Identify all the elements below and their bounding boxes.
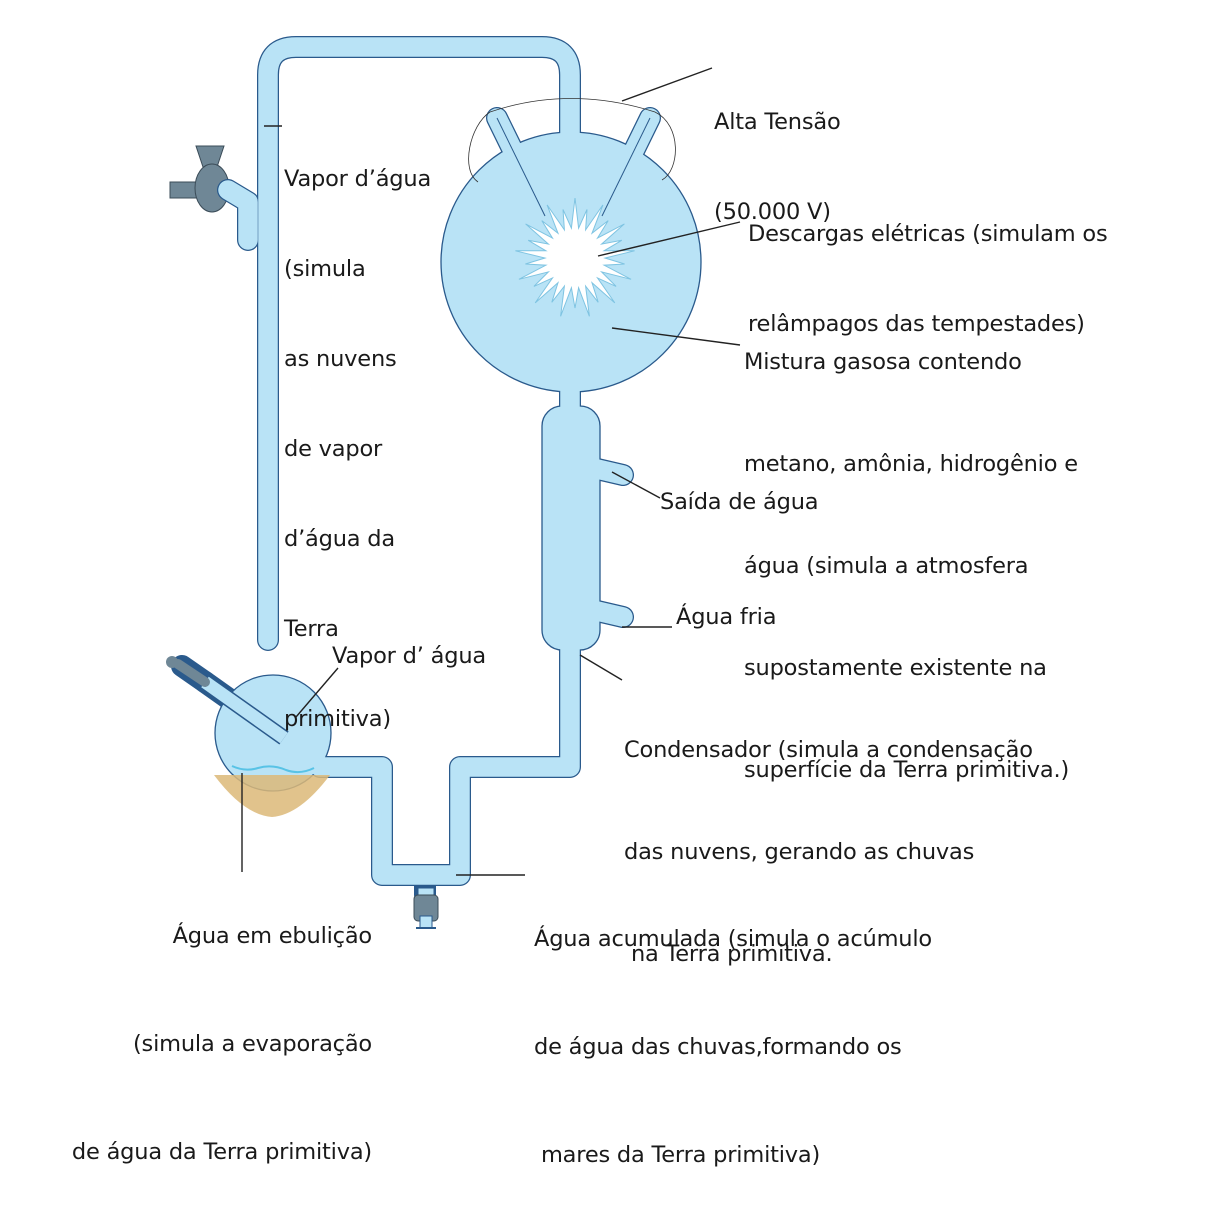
label-condensador-line-1: Condensador (simula a condensação <box>624 737 1033 763</box>
label-saida-agua: Saída de água <box>660 489 819 515</box>
label-vapor-line-3: as nuvens <box>284 346 397 372</box>
label-agua-ebulicao: Água em ebulição (simula a evaporação de… <box>10 846 372 1206</box>
heater <box>214 775 330 817</box>
label-mistura-line-2: metano, amônia, hidrogênio e <box>744 451 1078 477</box>
drain-valve <box>413 887 439 929</box>
label-vapor-line-4: de vapor <box>284 436 383 462</box>
label-acumulada-line-2: de água das chuvas,formando os <box>534 1034 902 1060</box>
label-alta-tensao: Alta Tensão (50.000 V) <box>714 47 841 257</box>
label-descargas-line-1: Descargas elétricas (simulam os <box>748 221 1108 247</box>
label-acumulada-line-3: mares da Terra primitiva) <box>534 1142 821 1168</box>
apparatus-illustration <box>166 36 741 929</box>
label-mistura-line-1: Mistura gasosa contendo <box>744 349 1022 375</box>
label-condensador-line-3: na Terra primitiva. <box>624 941 833 967</box>
hv-wire-top <box>489 98 656 113</box>
label-alta-tensao-line-1: Alta Tensão <box>714 109 841 135</box>
water-surface <box>231 765 315 774</box>
label-acumulada-line-1: Água acumulada (simula o acúmulo <box>534 926 932 952</box>
label-mistura-gasosa: Mistura gasosa contendo metano, amônia, … <box>744 277 1078 821</box>
label-vapor-line-5: d’água da <box>284 526 395 552</box>
label-vapor-dagua: Vapor d’água (simula as nuvens de vapor … <box>284 104 431 764</box>
stopcock-valve <box>169 145 230 213</box>
label-mistura-line-3: água (simula a atmosfera <box>744 553 1029 579</box>
electric-spark <box>515 197 635 317</box>
label-alta-tensao-line-2: (50.000 V) <box>714 199 831 225</box>
hv-wire-right <box>654 111 676 181</box>
label-vapor-line-6: Terra <box>284 616 339 642</box>
leader-lines <box>241 67 741 876</box>
label-descargas-eletricas: Descargas elétricas (simulam os relâmpag… <box>748 159 1108 369</box>
label-mistura-line-4: supostamente existente na <box>744 655 1047 681</box>
hv-wire-left <box>468 111 491 183</box>
label-agua-fria: Água fria <box>676 604 777 630</box>
miller-urey-diagram: Vapor d’água (simula as nuvens de vapor … <box>72 36 1108 1168</box>
label-descargas-line-2: relâmpagos das tempestades) <box>748 311 1085 337</box>
label-ebulicao-line-3: de água da Terra primitiva) <box>71 1139 372 1165</box>
label-ebulicao-line-1: Água em ebulição <box>172 923 373 949</box>
label-vapor-flask: Vapor d’ água <box>332 643 486 669</box>
label-vapor-line-2: (simula <box>284 256 366 282</box>
label-ebulicao-line-2: (simula a evaporação <box>132 1031 372 1057</box>
label-condensador: Condensador (simula a condensação das nu… <box>624 665 1033 1005</box>
thermometer-rod <box>166 656 289 745</box>
label-agua-acumulada: Água acumulada (simula o acúmulo de água… <box>534 849 932 1209</box>
electrode-wires <box>496 117 651 217</box>
label-vapor-line-7: primitiva) <box>284 706 391 732</box>
label-vapor-line-1: Vapor d’água <box>284 166 432 192</box>
label-condensador-line-2: das nuvens, gerando as chuvas <box>624 839 975 865</box>
label-mistura-line-5: superfície da Terra primitiva.) <box>744 757 1070 783</box>
